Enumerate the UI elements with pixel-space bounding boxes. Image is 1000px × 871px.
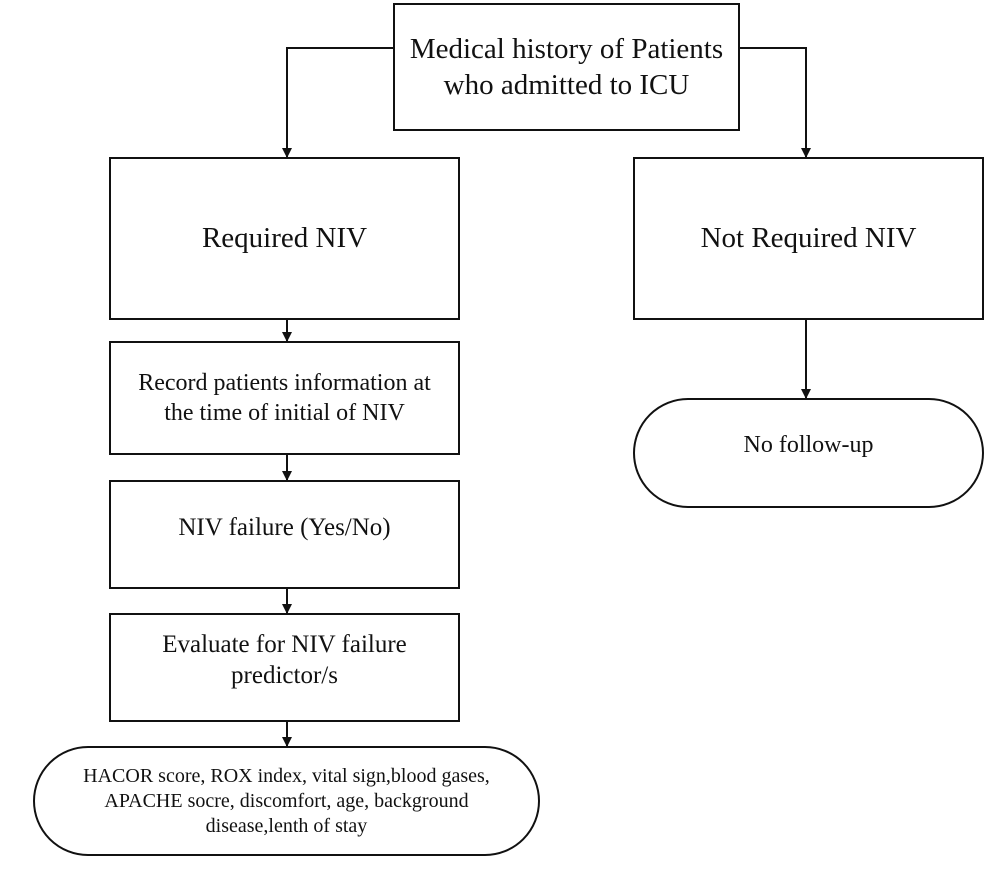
node-start-line-1: Medical history of Patients (409, 32, 724, 65)
node-start-label: Medical history of Patients who admitted… (410, 31, 723, 104)
edge-start-to-not-required (740, 47, 811, 158)
node-not-required-niv-label: Not Required NIV (701, 220, 917, 256)
node-evaluate-predictors: Evaluate for NIV failure predictor/s (109, 613, 460, 722)
node-predictor-list-line-1: HACOR score, ROX index, vital sign,blood… (83, 764, 490, 787)
node-niv-failure-label: NIV failure (Yes/No) (178, 512, 390, 543)
node-not-required-niv: Not Required NIV (633, 157, 984, 320)
node-no-follow-up-line-1: No follow-up (743, 432, 874, 458)
node-evaluate-predictors-line-2: predictor/s (231, 662, 338, 690)
node-required-niv-line-1: Required NIV (201, 222, 368, 255)
node-required-niv-label: Required NIV (202, 220, 367, 256)
node-record-info: Record patients information at the time … (109, 341, 460, 455)
node-record-info-line-2: the time of initial of NIV (164, 400, 405, 426)
node-evaluate-predictors-label: Evaluate for NIV failure predictor/s (162, 629, 407, 692)
node-no-follow-up: No follow-up (633, 398, 984, 508)
node-start: Medical history of Patients who admitted… (393, 3, 740, 131)
node-predictor-list-line-2: APACHE socre, discomfort, age, backgroun… (104, 789, 469, 812)
node-predictor-list-label: HACOR score, ROX index, vital sign,blood… (83, 764, 490, 839)
node-predictor-list-line-3: disease,lenth of stay (205, 814, 368, 837)
node-niv-failure-line-1: NIV failure (Yes/No) (178, 514, 391, 541)
node-niv-failure: NIV failure (Yes/No) (109, 480, 460, 589)
node-not-required-niv-line-1: Not Required NIV (700, 222, 917, 255)
node-no-follow-up-label: No follow-up (744, 430, 874, 460)
node-record-info-line-1: Record patients information at (138, 370, 431, 396)
node-start-line-2: who admitted to ICU (443, 69, 690, 101)
edge-start-to-required (282, 47, 393, 158)
node-evaluate-predictors-line-1: Evaluate for NIV failure (162, 631, 407, 658)
node-record-info-label: Record patients information at the time … (138, 368, 431, 428)
node-required-niv: Required NIV (109, 157, 460, 320)
node-predictor-list: HACOR score, ROX index, vital sign,blood… (33, 746, 540, 856)
